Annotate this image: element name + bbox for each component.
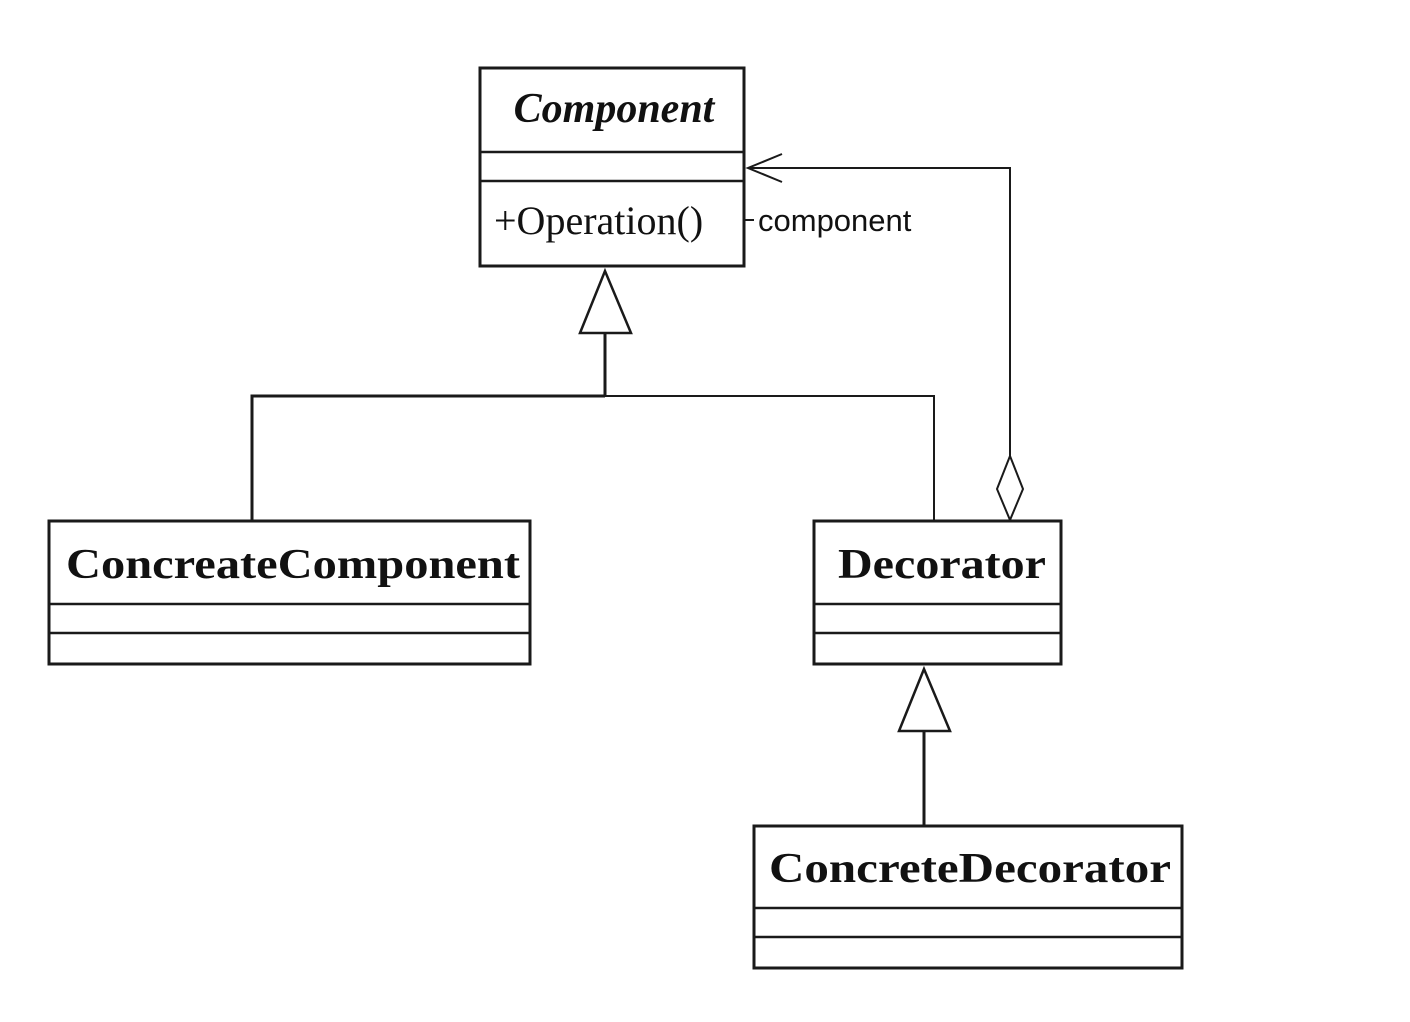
generalization-to-component	[250, 267, 935, 520]
class-concreate-component-box	[47, 519, 532, 666]
class-concrete-decorator-name: ConcreteDecorator	[769, 846, 1171, 892]
class-component-name: Component	[514, 86, 716, 132]
aggregation-diamond	[995, 453, 1025, 523]
generalization-arrowhead-decorator	[897, 665, 952, 733]
class-component-operation: +Operation()	[494, 198, 703, 243]
aggregation-edge	[748, 167, 1011, 456]
aggregation-decorator-component: component	[744, 153, 1025, 523]
generalization-to-decorator	[897, 665, 952, 825]
generalization-edge-concrete-component	[250, 394, 605, 520]
class-component-box	[478, 66, 746, 268]
generalization-arrowhead-component	[578, 267, 633, 335]
class-decorator[interactable]: Decorator	[812, 519, 1063, 666]
class-component[interactable]: Component +Operation()	[478, 66, 746, 268]
generalization-edge-decorator	[605, 395, 935, 520]
class-concrete-decorator-box	[752, 824, 1184, 970]
class-concreate-component-name: ConcreateComponent	[66, 542, 520, 588]
class-concreate-component[interactable]: ConcreateComponent	[47, 519, 532, 666]
navigable-arrowhead	[745, 153, 783, 183]
class-decorator-name: Decorator	[838, 542, 1046, 588]
class-concrete-decorator[interactable]: ConcreteDecorator	[752, 824, 1184, 970]
class-decorator-box	[812, 519, 1063, 666]
aggregation-role-label: component	[758, 203, 912, 238]
